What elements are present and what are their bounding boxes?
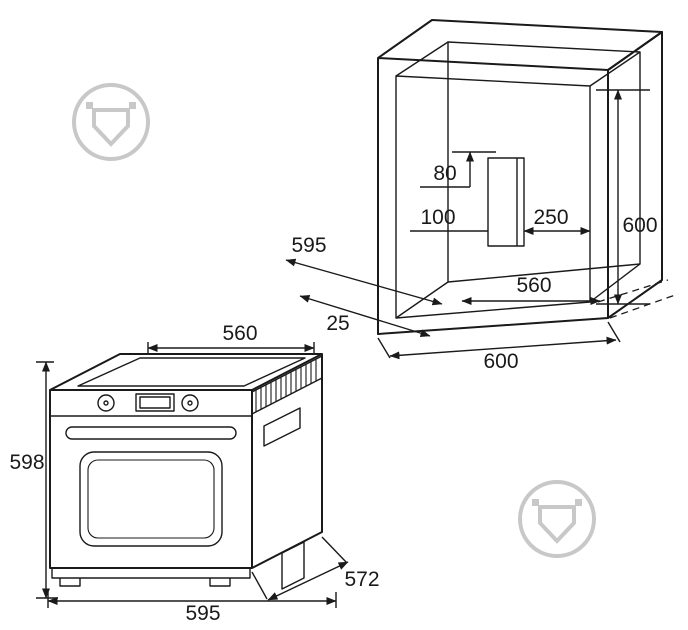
- niche-dim-vent-top-gap-ticks: [420, 151, 496, 188]
- watermark-shield-icon: [92, 108, 130, 147]
- watermark-tab-icon: [129, 102, 136, 109]
- oven-dimension-labels: 560 598 572 595: [9, 322, 379, 625]
- niche-dim-depth-line: [285, 258, 443, 306]
- oven-dim-height-ticks: [36, 361, 58, 599]
- niche-right-face: [607, 31, 663, 319]
- watermark-tab-icon: [575, 499, 582, 506]
- watermark-top-left: [72, 83, 150, 161]
- watermark-tab-icon: [86, 102, 93, 109]
- oven-display: [135, 393, 175, 412]
- oven-dim-depth-line: [267, 561, 349, 601]
- niche-dimension-labels: 80 100 250 600 560 595 25 600: [291, 162, 657, 373]
- oven-base: [51, 568, 251, 579]
- niche-front-face: [377, 57, 609, 335]
- oven-knob-right-marker: [187, 400, 193, 406]
- niche-hidden-edges: [597, 279, 679, 319]
- niche-dim-front-lip-label: 25: [326, 312, 349, 335]
- oven-drawing: [36, 342, 349, 608]
- oven-dim-depth-label: 572: [344, 568, 379, 591]
- store-logo-watermark-icon: [72, 83, 150, 161]
- niche-dim-outer-width-line: [389, 336, 617, 360]
- niche-drawing: [285, 19, 679, 360]
- niche-back-wall: [447, 41, 641, 283]
- niche-dim-vent-side-gap-label: 250: [533, 206, 568, 229]
- oven-top-inset: [77, 357, 306, 387]
- niche-cavity-edges: [395, 41, 641, 319]
- niche-dim-height-label: 600: [622, 214, 657, 237]
- niche-dim-vent-width-label: 100: [420, 206, 455, 229]
- oven-knob-left-marker: [103, 400, 109, 406]
- niche-opening-frame: [395, 75, 591, 319]
- niche-dim-front-lip-line: [299, 294, 431, 338]
- oven-knob-left: [97, 394, 115, 412]
- niche-dim-bottom-width-label: 560: [516, 274, 551, 297]
- watermark-tab-icon: [532, 499, 539, 506]
- oven-door-window-inner: [87, 459, 215, 539]
- oven-door-window-outer: [79, 451, 223, 547]
- oven-dim-top-width-label: 560: [222, 322, 257, 345]
- niche-dim-vent-top-gap-label: 80: [433, 162, 456, 185]
- oven-knob-right: [181, 394, 199, 412]
- niche-dim-height-ticks: [596, 89, 650, 305]
- oven-top-face: [49, 353, 323, 391]
- watermark-bottom-right: [518, 480, 596, 558]
- oven-feet: [59, 578, 231, 587]
- oven-dim-height-label: 598: [9, 451, 44, 474]
- niche-vent-cutout: [487, 157, 525, 247]
- oven-side-plate: [263, 407, 301, 447]
- oven-vent-grille: [251, 355, 323, 415]
- store-logo-watermark-icon: [518, 480, 596, 558]
- oven-right-face: [251, 354, 323, 569]
- oven-rear-foot: [281, 541, 305, 590]
- watermark-shield-icon: [538, 505, 576, 544]
- niche-dim-depth-label: 595: [291, 234, 326, 257]
- niche-dim-outer-width-ticks: [377, 321, 621, 359]
- oven-dim-front-width-label: 595: [185, 602, 220, 625]
- oven-dim-depth-ticks: [251, 536, 348, 600]
- oven-door-handle: [65, 426, 237, 440]
- oven-vent-grille-slats: [255, 359, 317, 412]
- niche-dim-outer-width-label: 600: [483, 350, 518, 373]
